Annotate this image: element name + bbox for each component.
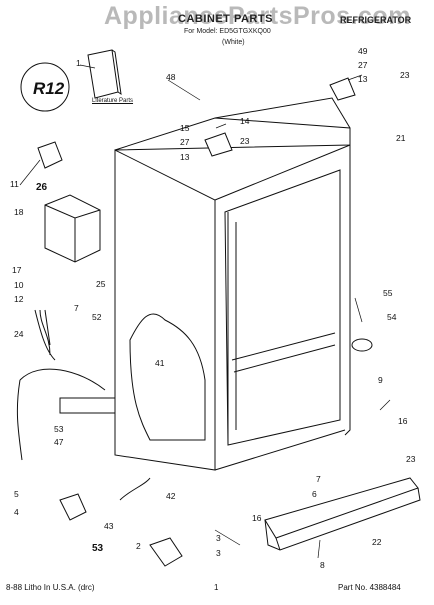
callout-54: 54 [387, 312, 397, 322]
callout-53: 53 [54, 424, 64, 434]
callout-8: 8 [320, 560, 325, 570]
appliance-category: REFRIGERATOR [340, 15, 412, 25]
callout-48: 48 [166, 72, 176, 82]
footer-print-info: 8-88 Litho In U.S.A. (drc) [6, 583, 95, 592]
callout-7: 7 [316, 474, 321, 484]
callout-7: 7 [74, 303, 79, 313]
part-11 [37, 141, 63, 169]
callout-12: 12 [14, 294, 24, 304]
callout-43: 43 [104, 521, 114, 531]
model-line: For Model: ED5GTGXKQ00 [184, 28, 271, 35]
callout-41: 41 [155, 358, 165, 368]
callout-22: 22 [372, 537, 382, 547]
callout-18: 18 [14, 207, 24, 217]
callout-23: 23 [406, 454, 416, 464]
callout-47: 47 [54, 437, 64, 447]
callout-11: 11 [10, 179, 19, 189]
callout-23: 23 [240, 136, 250, 146]
leveling-leg [351, 338, 373, 352]
callout-53: 53 [92, 543, 104, 554]
literature-label: Literature Parts [92, 98, 134, 104]
callout-55: 55 [383, 288, 393, 298]
callout-16: 16 [398, 416, 408, 426]
callout-4: 4 [14, 507, 19, 517]
callout-52: 52 [92, 312, 102, 322]
control-box [44, 194, 101, 263]
power-cord [16, 368, 106, 461]
callout-2: 2 [136, 541, 141, 551]
callout-14: 14 [240, 116, 250, 126]
callout-23: 23 [400, 70, 410, 80]
callout-3: 3 [216, 533, 221, 543]
tube-42 [119, 477, 151, 501]
toe-grille [264, 477, 421, 551]
r12-badge-circle [20, 62, 70, 112]
callout-17: 17 [12, 265, 22, 275]
callout-15: 15 [180, 123, 190, 133]
roller-2 [149, 537, 183, 567]
footer-part-number: Part No. 4388484 [338, 583, 401, 592]
watermark: AppliancePartsPros.com [104, 2, 411, 30]
color-line: (White) [222, 39, 245, 46]
callout-3: 3 [216, 548, 221, 558]
top-hinge [204, 132, 233, 157]
callout-13: 13 [180, 152, 190, 162]
callout-13: 13 [358, 74, 368, 84]
callout-21: 21 [396, 133, 406, 143]
r12-badge: R12 [33, 79, 65, 98]
callout-27: 27 [180, 137, 190, 147]
callout-26: 26 [36, 182, 48, 193]
callout-9: 9 [378, 375, 383, 385]
wire-harness [34, 309, 56, 361]
callout-1: 1 [76, 58, 81, 68]
callout-5: 5 [14, 489, 19, 499]
callout-10: 10 [14, 280, 24, 290]
literature-book [87, 49, 119, 99]
callout-49: 49 [358, 46, 368, 56]
callout-6: 6 [312, 489, 317, 499]
callout-24: 24 [14, 329, 24, 339]
callout-42: 42 [166, 491, 176, 501]
hinge-bottom [59, 493, 87, 521]
callout-25: 25 [96, 279, 106, 289]
footer-page-number: 1 [214, 583, 219, 592]
callout-27: 27 [358, 60, 368, 70]
diagram-title: CABINET PARTS [178, 13, 273, 25]
top-hinge-right [329, 77, 356, 101]
callout-16: 16 [252, 513, 262, 523]
cabinet-shell [114, 97, 351, 471]
